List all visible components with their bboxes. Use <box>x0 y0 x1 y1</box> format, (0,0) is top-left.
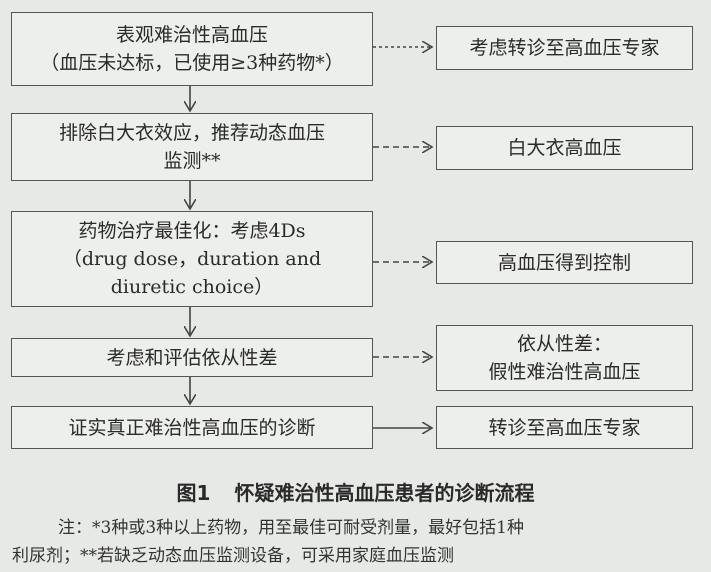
node-text: 假性难治性高血压 <box>488 361 641 383</box>
node-text: 转诊至高血压专家 <box>488 416 641 439</box>
node-text: 白大衣高血压 <box>507 137 622 159</box>
node-assess-adherence: 考虑和评估依从性差 <box>11 338 373 377</box>
node-text: 排除白大衣效应，推荐动态血压 <box>58 122 325 144</box>
node-text: （血压未达标，已使用≥3种药物*） <box>40 52 344 74</box>
node-consider-referral: 考虑转诊至高血压专家 <box>436 26 693 70</box>
node-referral-specialist: 转诊至高血压专家 <box>436 406 693 449</box>
node-optimize-drug-therapy: 药物治疗最佳化：考虑4Ds （drug dose，duration and di… <box>11 211 373 307</box>
node-text: diuretic choice） <box>110 276 274 298</box>
node-text: 依从性差： <box>516 333 612 355</box>
node-text: （drug dose，duration and <box>62 248 322 270</box>
node-apparent-resistant-hypertension: 表观难治性高血压 （血压未达标，已使用≥3种药物*） <box>11 12 373 86</box>
footnote-line: 注：*3种或3种以上药物，用至最佳可耐受剂量，最好包括1种 <box>58 518 524 538</box>
node-white-coat-hypertension: 白大衣高血压 <box>436 126 693 170</box>
node-bp-controlled: 高血压得到控制 <box>436 241 693 284</box>
figure-title: 怀疑难治性高血压患者的诊断流程 <box>234 481 535 505</box>
footnote: 注：*3种或3种以上药物，用至最佳可耐受剂量，最好包括1种 利尿剂；**若缺乏动… <box>12 514 702 570</box>
node-confirm-true-resistant: 证实真正难治性高血压的诊断 <box>11 406 373 449</box>
node-text: 高血压得到控制 <box>497 251 631 274</box>
node-text: 考虑和评估依从性差 <box>106 346 278 369</box>
node-text: 证实真正难治性高血压的诊断 <box>68 416 316 439</box>
footnote-line: 利尿剂；**若缺乏动态血压监测设备，可采用家庭血压监测 <box>12 546 454 566</box>
node-exclude-white-coat: 排除白大衣效应，推荐动态血压 监测** <box>11 113 373 181</box>
node-text: 药物治疗最佳化：考虑4Ds <box>78 220 306 242</box>
figure-caption: 图1 怀疑难治性高血压患者的诊断流程 <box>0 477 711 506</box>
node-pseudo-resistant: 依从性差： 假性难治性高血压 <box>436 325 693 391</box>
node-text: 监测** <box>163 150 221 172</box>
node-text: 考虑转诊至高血压专家 <box>469 37 660 59</box>
figure-label: 图1 <box>176 481 211 505</box>
node-text: 表观难治性高血压 <box>115 24 268 46</box>
